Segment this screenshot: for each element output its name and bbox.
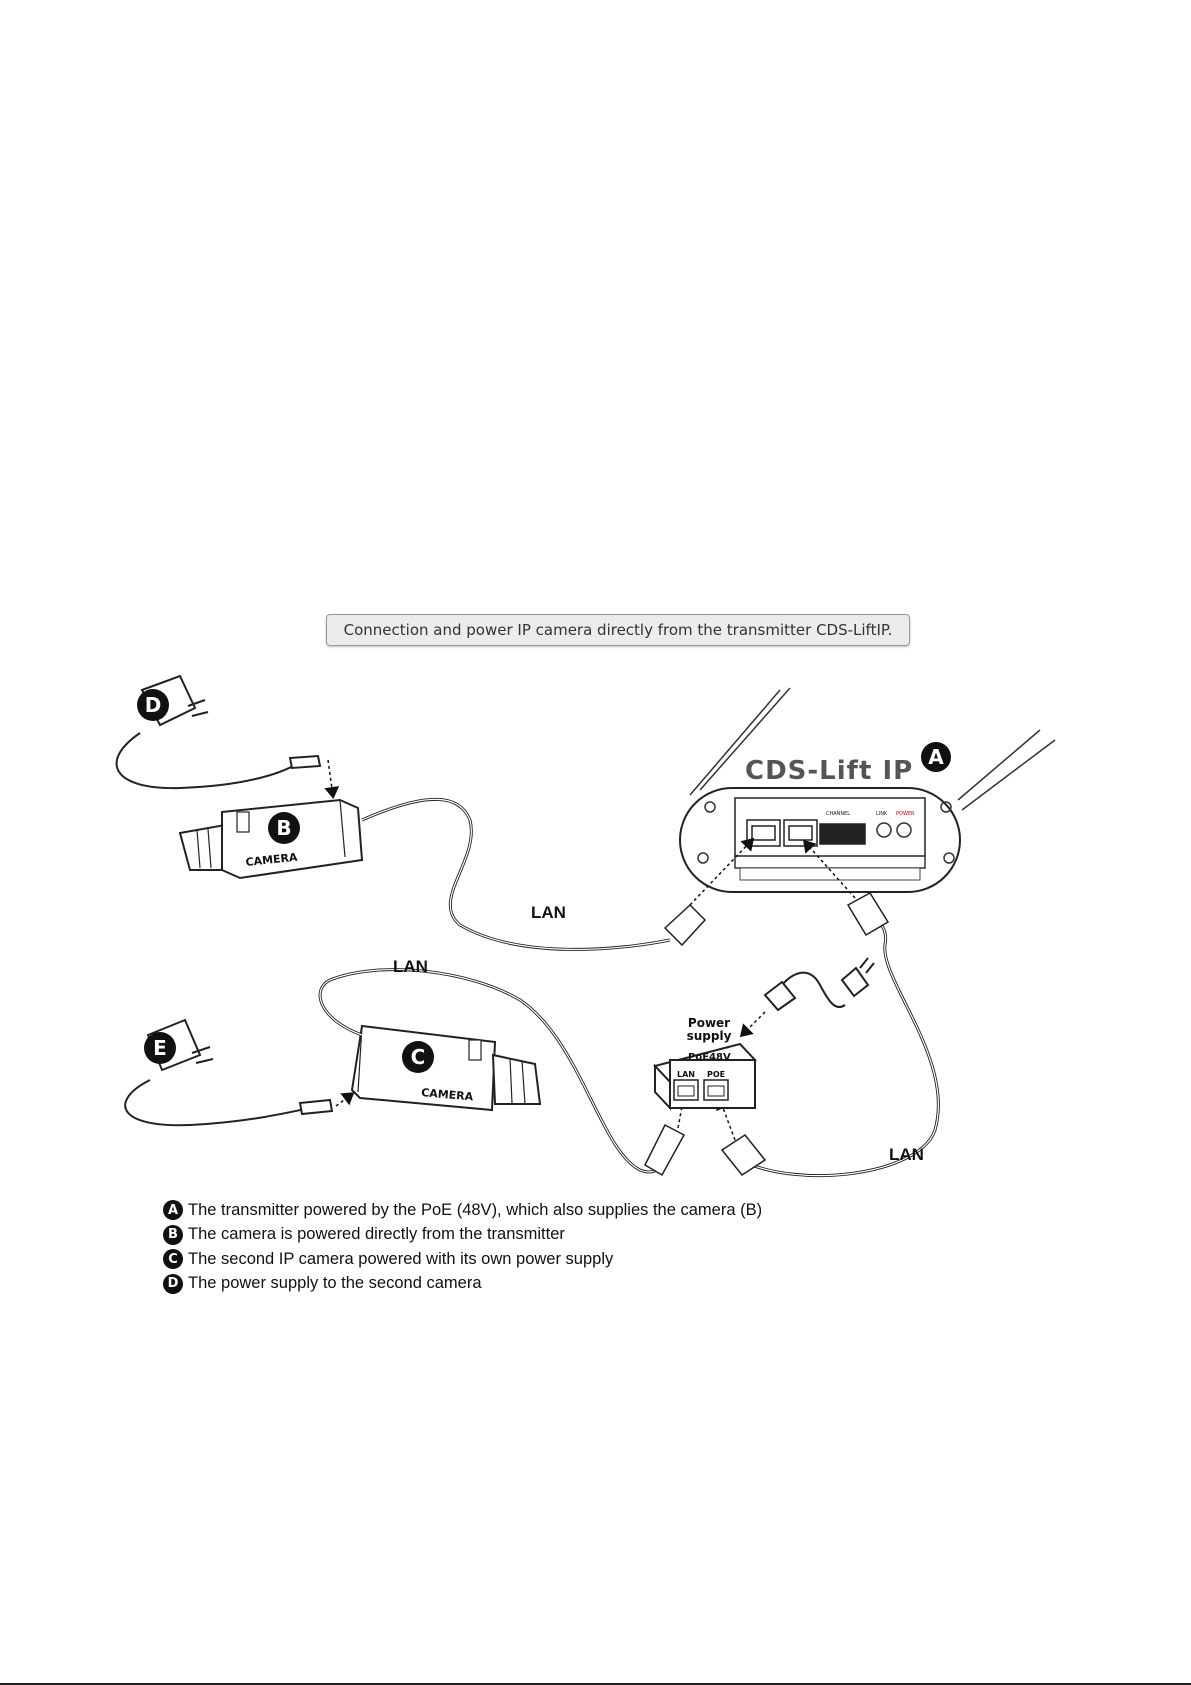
marker-d: D [137,689,169,721]
arrow-plug-to-port-2 [803,839,856,899]
lan-cable-camera-b-to-transmitter [361,797,671,951]
legend-badge-b: B [163,1224,183,1245]
marker-a: A [921,742,951,772]
screw-tl [704,801,716,813]
tube-outline-right2 [961,739,1056,811]
arrow-mains-to-poe [739,1011,766,1038]
led-link-label: LINK [876,811,888,817]
legend-item-d: D The power supply to the second camera [163,1272,762,1297]
diagram-caption: Connection and power IP camera directly … [326,614,910,646]
page-bottom-rule [0,1683,1191,1685]
legend-text-c: The second IP camera powered with its ow… [188,1249,614,1268]
camera-c-label: CAMERA [421,1086,474,1104]
channel-label: CHANNEL [826,811,850,817]
camera-c-lens [491,1053,542,1105]
screw-bl [697,852,709,864]
tube-outline-top [689,689,781,796]
poe-port-poe [703,1079,729,1101]
screw-tr [940,801,952,813]
arrow-plug-to-poe-port [716,1097,736,1141]
legend-badge-d: D [163,1273,183,1294]
transmitter-device [679,687,1056,893]
lan-label-right: LAN [889,1145,924,1164]
arrow-d-to-camera-b [324,759,340,799]
lan-label-left: LAN [393,957,428,976]
svg-text:D: D [145,693,162,717]
poe-lan-port-label: LAN [677,1070,695,1079]
marker-b: B [268,812,300,844]
legend-item-b: B The camera is powered directly from th… [163,1223,762,1248]
adapter-e-cable [124,1079,311,1127]
legend-item-c: C The second IP camera powered with its … [163,1247,762,1272]
power-supply-label-1: Power [688,1016,730,1030]
rj45-plug-upper [663,903,707,947]
marker-c: C [402,1041,434,1073]
marker-e: E [144,1032,176,1064]
arrow-e-to-camera-c [335,1092,355,1107]
arrow-plug-to-port-1 [689,837,755,906]
legend-text-a: The transmitter powered by the PoE (48V)… [188,1200,763,1219]
rj45-plug-poe-port [720,1133,767,1177]
adapter-d-cable [115,732,301,790]
svg-text:B: B [276,816,291,840]
camera-c-logo [468,1039,482,1061]
camera-b-logo [236,811,250,833]
legend-item-a: A The transmitter powered by the PoE (48… [163,1198,762,1223]
tube-outline-right [957,729,1041,801]
legend-badge-a: A [163,1200,183,1221]
svg-text:A: A [928,745,944,769]
lan-cable-poe-to-transmitter [739,913,940,1178]
led-power-label: POWER [896,811,915,817]
transmitter-brand-text: CDS-Lift IP [745,756,913,786]
led-power [896,822,912,838]
poe-port-lan [673,1079,699,1101]
svg-text:E: E [153,1036,167,1060]
legend-text-d: The power supply to the second camera [188,1274,482,1293]
svg-text:C: C [411,1045,426,1069]
rj45-plug-poe-lan [644,1123,686,1177]
tube-outline-top2 [699,687,791,791]
screw-br [943,852,955,864]
camera-b-label: CAMERA [245,851,299,869]
dip-switch-block [819,823,866,845]
led-link [876,822,892,838]
lan-label-upper: LAN [531,903,566,922]
poe-injector [653,1042,757,1111]
poe-poe-port-label: POE [707,1070,725,1079]
legend-badge-c: C [163,1249,183,1270]
camera-b [178,798,364,880]
mains-power-cable [763,957,875,1012]
legend-text-b: The camera is powered directly from the … [188,1225,565,1244]
rj45-plug-transmitter-2 [846,892,890,937]
legend: A The transmitter powered by the PoE (48… [163,1198,762,1296]
power-supply-label-2: supply [687,1029,732,1043]
poe-model-label: PoE48V [688,1052,731,1063]
